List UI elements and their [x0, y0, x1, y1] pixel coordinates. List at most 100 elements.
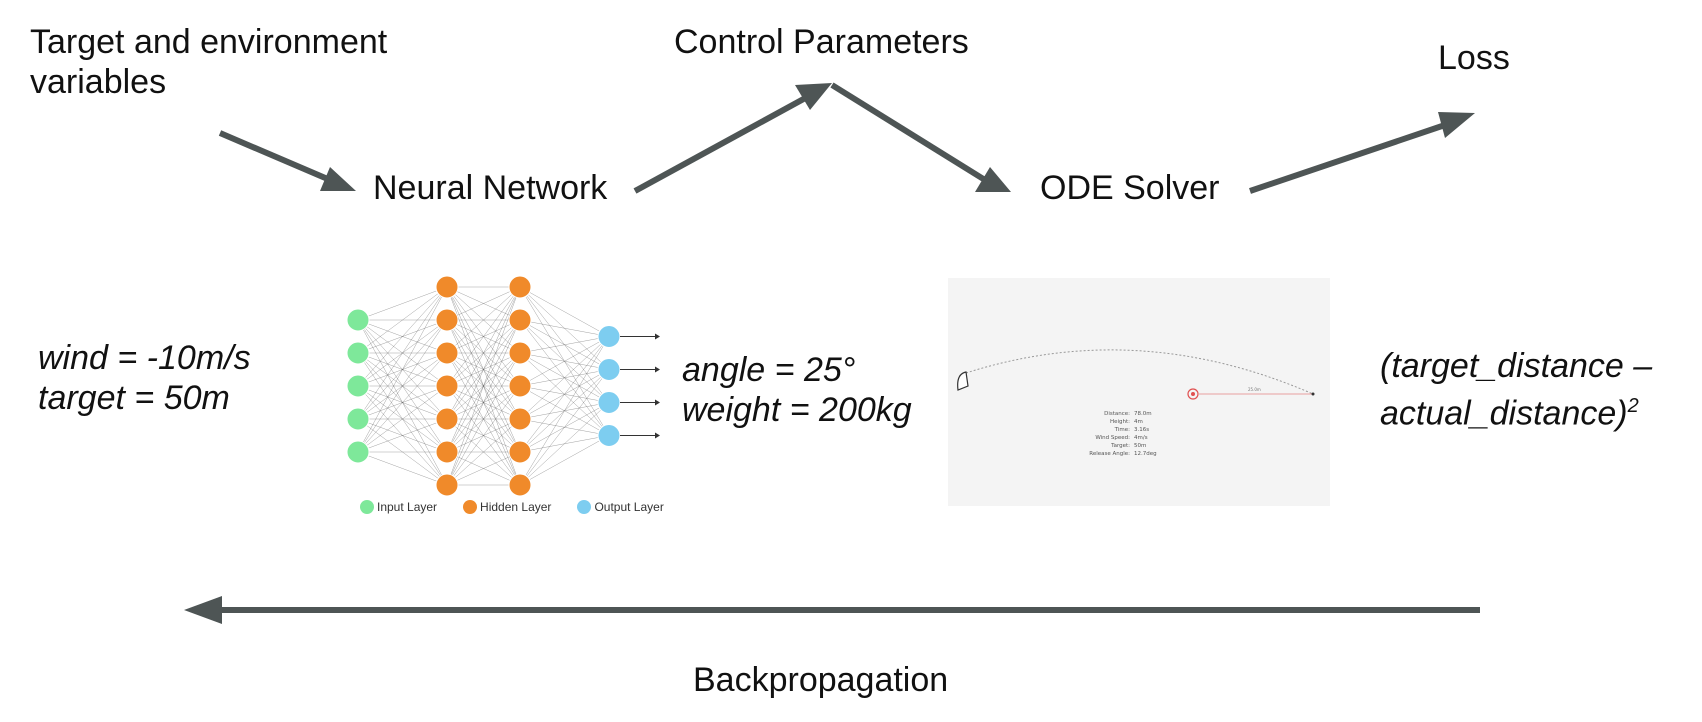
network-edge — [519, 319, 610, 337]
output-arrow-head — [655, 399, 660, 406]
network-edge — [357, 286, 448, 387]
arrow-control-to-ode-head — [975, 167, 1011, 192]
network-edge — [446, 385, 521, 486]
target-marker-center — [1191, 392, 1195, 396]
distance-line-label: 25.0m — [1248, 387, 1261, 392]
output-node — [597, 358, 621, 381]
network-edge — [446, 286, 521, 420]
wind-input-value: wind = -10m/s — [38, 339, 251, 377]
network-edge — [446, 286, 521, 354]
ode-stat-value: 3.16s — [1134, 427, 1150, 433]
network-edge — [519, 336, 610, 486]
inputs-label-line1: Target and environment — [30, 23, 388, 61]
ode-stat-value: 50m — [1134, 443, 1147, 449]
ode-stat-key: Target: — [1111, 443, 1130, 449]
network-edge — [357, 286, 448, 453]
neural-network-figure — [346, 275, 660, 497]
network-edge — [357, 286, 448, 321]
hidden-node — [508, 341, 532, 365]
loss-formula-base: actual_distance) — [1380, 394, 1628, 433]
ode-stat-key: Release Angle: — [1089, 451, 1130, 457]
angle-output-value: angle = 25° — [682, 351, 856, 389]
network-legend: Input Layer Hidden Layer Output Layer — [360, 500, 664, 514]
arrow-inputs-to-network — [218, 130, 332, 183]
legend-hidden-label: Hidden Layer — [480, 500, 552, 514]
input-node — [346, 407, 370, 431]
landing-point — [1311, 392, 1315, 396]
backpropagation-label: Backpropagation — [693, 661, 949, 699]
arrow-ode-to-loss-head — [1438, 112, 1475, 138]
input-layer-swatch — [360, 500, 374, 514]
target-input-value: target = 50m — [38, 379, 230, 417]
ode-stat-value: 12.7deg — [1134, 451, 1157, 457]
hidden-node — [508, 407, 532, 431]
network-output-arrows — [620, 333, 660, 439]
control-parameters-label: Control Parameters — [674, 23, 969, 61]
ode-stat-key: Time: — [1114, 427, 1130, 433]
trajectory-plot: 25.0m — [957, 349, 1315, 400]
network-edge — [357, 286, 448, 420]
hidden-node — [435, 473, 459, 497]
ode-stats: Distance:78.0m Height:4m Time:3.16s Wind… — [1078, 410, 1157, 458]
arrow-network-to-control-head — [795, 83, 832, 110]
output-arrow-head — [655, 366, 660, 373]
network-edge — [446, 286, 521, 321]
hidden-node — [508, 440, 532, 464]
hidden-node — [435, 341, 459, 365]
arrow-network-to-control — [633, 87, 822, 194]
loss-formula-line2: actual_distance)2 — [1380, 386, 1639, 433]
neural-network-label: Neural Network — [373, 169, 608, 207]
hidden-node — [508, 374, 532, 398]
network-edge — [519, 336, 610, 453]
input-node — [346, 440, 370, 464]
output-node — [597, 424, 621, 447]
hidden-node — [508, 308, 532, 332]
network-edge — [519, 435, 610, 486]
network-edge — [446, 286, 521, 453]
trajectory-curve — [965, 349, 1314, 395]
network-edge — [446, 286, 521, 486]
arrow-inputs-to-network-head — [320, 167, 356, 191]
hidden-node — [508, 473, 532, 497]
ode-stat-row: Height:4m — [1078, 418, 1157, 426]
network-edge — [357, 418, 448, 453]
legend-output: Output Layer — [577, 500, 664, 514]
network-edge — [357, 451, 448, 486]
loss-formula-exponent: 2 — [1627, 395, 1639, 417]
network-edge — [357, 385, 448, 453]
network-edge — [357, 286, 448, 354]
ode-solver-panel: 25.0m Distance: 78.0m Height:4m Time: 3.16… — [948, 278, 1330, 506]
weight-output-value: weight = 200kg — [682, 391, 912, 429]
ode-stat-row: Time: 3.16s — [1078, 426, 1157, 434]
ode-stat-value: 4m/s — [1134, 435, 1148, 441]
ode-stat-key: Distance: — [1104, 411, 1130, 417]
network-edge — [519, 336, 610, 354]
output-arrow-head — [655, 333, 660, 340]
network-nodes — [346, 275, 621, 497]
legend-input: Input Layer — [360, 500, 437, 514]
network-edge — [446, 319, 521, 486]
inputs-label-line2: variables — [30, 63, 167, 101]
network-edge — [519, 336, 610, 420]
network-edge — [357, 319, 448, 453]
network-edge — [446, 286, 521, 387]
legend-output-label: Output Layer — [594, 500, 664, 514]
ode-stat-value: 78.0m — [1134, 411, 1152, 417]
hidden-layer-swatch — [463, 500, 478, 514]
hidden-node — [508, 275, 532, 299]
legend-input-label: Input Layer — [377, 500, 438, 514]
arrow-control-to-ode — [830, 82, 987, 183]
loss-label: Loss — [1438, 39, 1510, 77]
arrow-ode-to-loss — [1249, 122, 1446, 194]
network-edge — [519, 369, 610, 486]
output-node — [597, 391, 621, 414]
network-edge — [519, 402, 610, 486]
input-node — [346, 308, 370, 332]
hidden-node — [435, 374, 459, 398]
network-edge — [446, 352, 521, 486]
legend-hidden: Hidden Layer — [463, 500, 551, 514]
hidden-node — [435, 308, 459, 332]
hidden-node — [435, 407, 459, 431]
hidden-node — [435, 275, 459, 299]
network-edge — [519, 336, 610, 387]
